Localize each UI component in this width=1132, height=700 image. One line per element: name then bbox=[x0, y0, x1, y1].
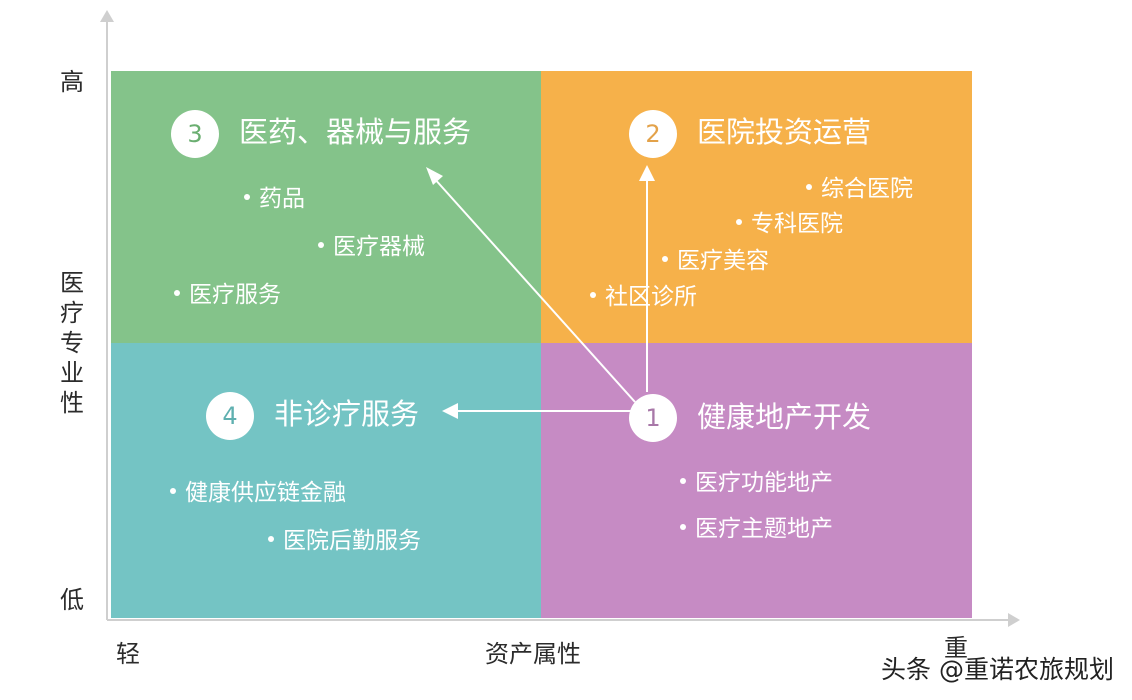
quadrant-2-number-badge: 2 bbox=[629, 110, 677, 158]
quadrant-4-item: 医院后勤服务 bbox=[268, 530, 421, 553]
quadrant-2-item: 综合医院 bbox=[806, 178, 913, 201]
arrow-diagonal-line bbox=[432, 176, 636, 403]
quadrant-1-title: 健康地产开发 bbox=[697, 400, 872, 434]
bullet-icon bbox=[680, 477, 686, 484]
quadrant-3-item: 医疗服务 bbox=[174, 284, 281, 307]
y-axis-title: 医疗专业性 bbox=[60, 269, 84, 417]
x-axis-light-label: 轻 bbox=[116, 640, 140, 668]
y-axis-low-label: 低 bbox=[60, 586, 84, 614]
bullet-icon bbox=[806, 183, 812, 190]
bullet-icon bbox=[680, 523, 686, 530]
bullet-icon bbox=[318, 241, 324, 248]
x-axis-title: 资产属性 bbox=[485, 640, 581, 668]
y-axis-arrow-icon bbox=[100, 10, 114, 22]
quadrant-bottom-right bbox=[541, 343, 972, 618]
quadrant-2-item: 医疗美容 bbox=[662, 250, 769, 273]
bullet-icon bbox=[736, 218, 742, 225]
quadrant-2-title: 医院投资运营 bbox=[697, 115, 872, 149]
y-axis-high-label: 高 bbox=[60, 68, 84, 96]
quadrant-4-item: 健康供应链金融 bbox=[170, 482, 346, 505]
bullet-icon bbox=[590, 291, 596, 298]
quadrant-1-item: 医疗功能地产 bbox=[680, 472, 833, 495]
quadrant-2-item: 专科医院 bbox=[736, 213, 843, 236]
quadrant-3-item: 医疗器械 bbox=[318, 236, 425, 259]
quadrant-1-item: 医疗主题地产 bbox=[680, 518, 833, 541]
bullet-icon bbox=[662, 255, 668, 262]
bullet-icon bbox=[174, 289, 180, 296]
arrow-left-icon bbox=[442, 403, 458, 419]
quadrant-3-number-badge: 3 bbox=[171, 110, 219, 158]
bullet-icon bbox=[244, 193, 250, 200]
x-axis-arrow-icon bbox=[1008, 613, 1020, 627]
quadrant-bottom-left bbox=[111, 343, 541, 618]
x-axis-heavy-label: 重 bbox=[944, 634, 968, 662]
watermark: 头条 @重诺农旅规划 bbox=[881, 655, 1114, 684]
bullet-icon bbox=[170, 487, 176, 494]
bullet-icon bbox=[268, 535, 274, 542]
quadrant-3-title: 医药、器械与服务 bbox=[239, 115, 472, 149]
quadrant-4-title: 非诊疗服务 bbox=[274, 397, 420, 431]
quadrant-2-item: 社区诊所 bbox=[590, 286, 697, 309]
quadrant-4-number-badge: 4 bbox=[206, 392, 254, 440]
arrow-diagonal-icon bbox=[426, 167, 443, 185]
quadrant-3-item: 药品 bbox=[244, 188, 305, 211]
arrow-up-icon bbox=[639, 165, 655, 181]
quadrant-1-number-badge: 1 bbox=[629, 394, 677, 442]
quadrant-top-right bbox=[541, 71, 972, 343]
